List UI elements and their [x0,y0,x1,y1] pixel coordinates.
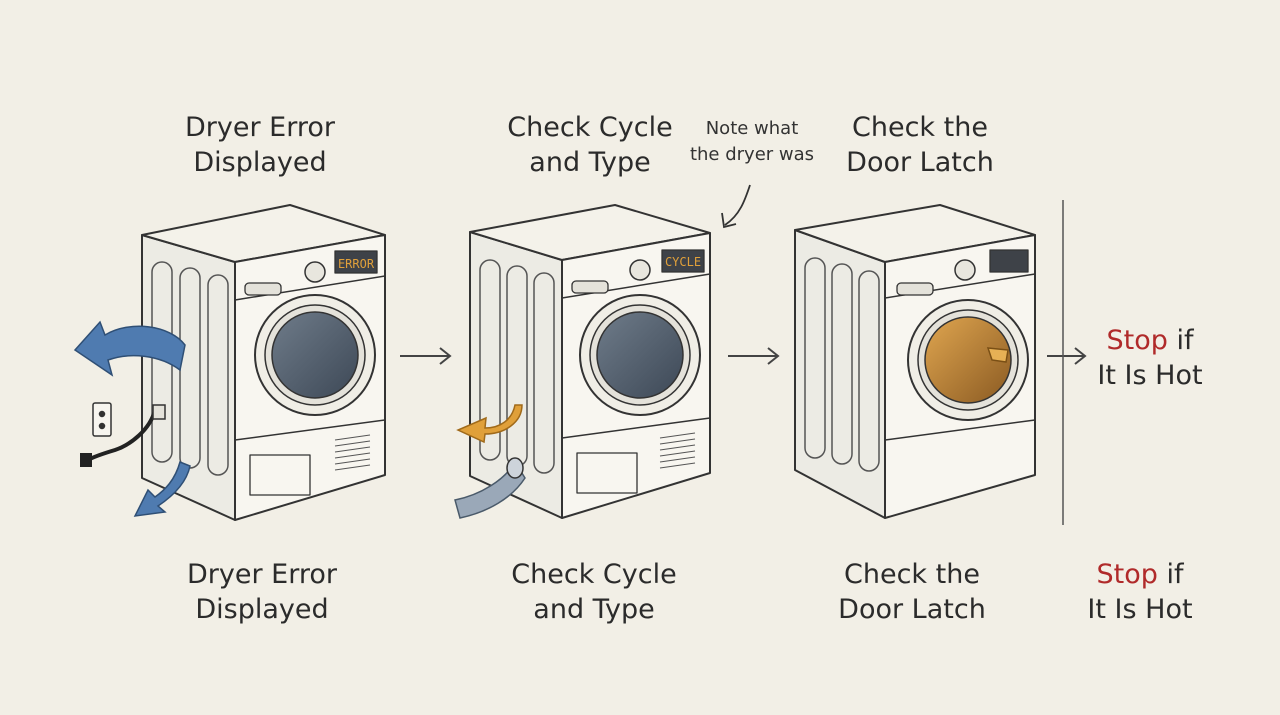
blue-down-arrow-icon [133,460,191,517]
flow-arrow-3 [1047,347,1087,365]
bottom-label-step-2-line1: Check Cycle [511,559,677,590]
door-latch-icon [986,347,1009,363]
cycle-display-text: CYCLE [665,255,701,269]
dryer-2 [469,204,711,519]
bottom-label-step-4-line1: Stop if [1075,557,1205,592]
bottom-label-step-3-line1: Check the [844,559,980,590]
stop-word: Stop [1106,325,1168,356]
outlet-icon [92,402,112,437]
top-label-step-3-line1: Check the [852,112,988,143]
top-label-step-4: Stop if It Is Hot [1085,323,1215,393]
bottom-label-step-4-line2: It Is Hot [1087,594,1193,625]
top-label-step-1: Dryer Error Displayed [150,110,370,180]
note-annotation: Note what the dryer was [682,116,822,168]
top-label-step-2-line2: and Type [529,147,651,178]
stop-line1-rest: if [1167,325,1194,356]
bottom-label-step-3: Check the Door Latch [802,557,1022,627]
note-pointer-arrow [724,184,751,226]
bottom-label-step-1-line2: Displayed [195,594,329,625]
note-line1: Note what [705,118,799,139]
power-cord-icon [87,409,157,462]
bottom-label-step-4: Stop if It Is Hot [1075,557,1205,627]
bottom-label-step-1-line1: Dryer Error [187,559,337,590]
vent-hose-icon [454,460,526,519]
note-line2: the dryer was [689,144,815,165]
bottom-stop-word: Stop [1096,559,1158,590]
blue-arrow-icon [73,320,186,377]
top-label-step-3-line2: Door Latch [846,147,994,178]
dryer-3 [794,204,1036,519]
top-label-step-4-line2: It Is Hot [1097,360,1203,391]
top-label-step-4-line1: Stop if [1085,323,1215,358]
top-label-step-1-line1: Dryer Error [185,112,335,143]
bottom-label-step-2-line2: and Type [533,594,655,625]
bottom-label-step-3-line2: Door Latch [838,594,986,625]
orange-arrow-icon [456,404,523,444]
dryer-1 [141,204,386,521]
bottom-stop-line1-rest: if [1157,559,1184,590]
bottom-label-step-2: Check Cycle and Type [484,557,704,627]
top-label-step-1-line2: Displayed [193,147,327,178]
flow-arrow-1 [400,347,452,365]
top-label-step-2-line1: Check Cycle [507,112,673,143]
error-display-text: ERROR [338,257,375,271]
bottom-label-step-1: Dryer Error Displayed [152,557,372,627]
top-label-step-3: Check the Door Latch [810,110,1030,180]
flow-arrow-2 [728,347,780,365]
top-label-step-2: Check Cycle and Type [480,110,700,180]
